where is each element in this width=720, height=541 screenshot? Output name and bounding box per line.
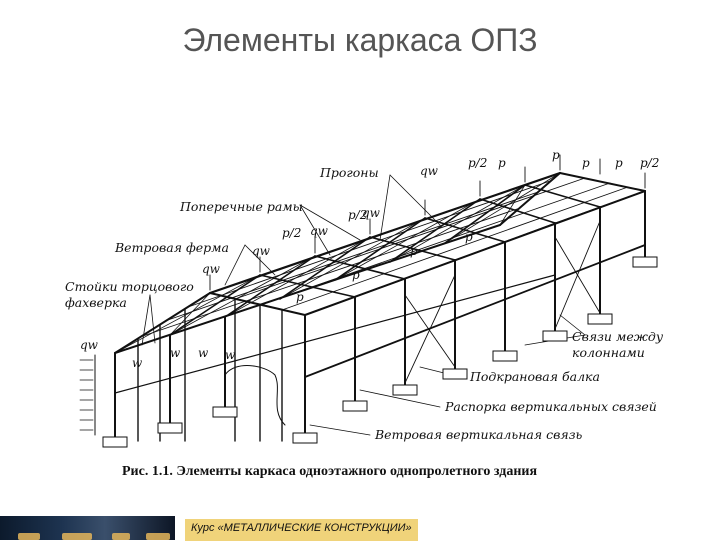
load-p-6: p (552, 148, 560, 162)
load-p-5: p (498, 156, 506, 170)
load-p-half-4: p/2 (640, 156, 659, 170)
load-qw-3: qw (310, 224, 329, 238)
load-qw-gable: qw (80, 338, 99, 352)
frame-diagram: Прогоны Поперечные рамы Ветровая ферма С… (60, 145, 680, 485)
load-p-4: p (465, 230, 473, 244)
load-p-half-3: p/2 (468, 156, 487, 170)
load-qw-4: qw (362, 206, 381, 220)
label-end-posts-line2: фахверка (65, 295, 127, 310)
load-p-half-1: p/2 (282, 226, 301, 240)
load-p-7: p (582, 156, 590, 170)
load-w-1: w (132, 356, 143, 370)
load-qw-5: qw (420, 164, 439, 178)
label-end-posts-line1: Стойки торцового (65, 279, 194, 294)
load-w-3: w (198, 346, 209, 360)
label-wind-truss: Ветровая ферма (114, 240, 229, 255)
label-crane-beam: Подкрановая балка (469, 369, 600, 384)
label-purlins: Прогоны (319, 165, 379, 180)
slide-title: Элементы каркаса ОПЗ (182, 22, 538, 58)
load-qw-1: qw (202, 262, 221, 276)
load-p-1: p (296, 290, 304, 304)
figure-caption: Рис. 1.1. Элементы каркаса одноэтажного … (122, 464, 537, 479)
footer-course-label: Курс «МЕТАЛЛИЧЕСКИЕ КОНСТРУКЦИИ» (185, 519, 418, 541)
load-w-2: w (170, 346, 181, 360)
label-column-bracing-line1: Связи между (572, 329, 664, 344)
load-qw-2: qw (252, 244, 271, 258)
label-column-bracing-line2: колоннами (572, 345, 645, 360)
footer-photo-strip (0, 516, 175, 540)
load-p-2: p (352, 268, 360, 282)
label-cross-frames: Поперечные рамы (179, 199, 303, 214)
label-vertical-strut: Распорка вертикальных связей (444, 399, 657, 414)
load-p-3: p (410, 244, 418, 258)
label-wind-vertical-bracing: Ветровая вертикальная связь (374, 427, 583, 442)
load-p-half-2: p/2 (348, 208, 367, 222)
load-p-8: p (615, 156, 623, 170)
load-w-4: w (225, 348, 236, 362)
